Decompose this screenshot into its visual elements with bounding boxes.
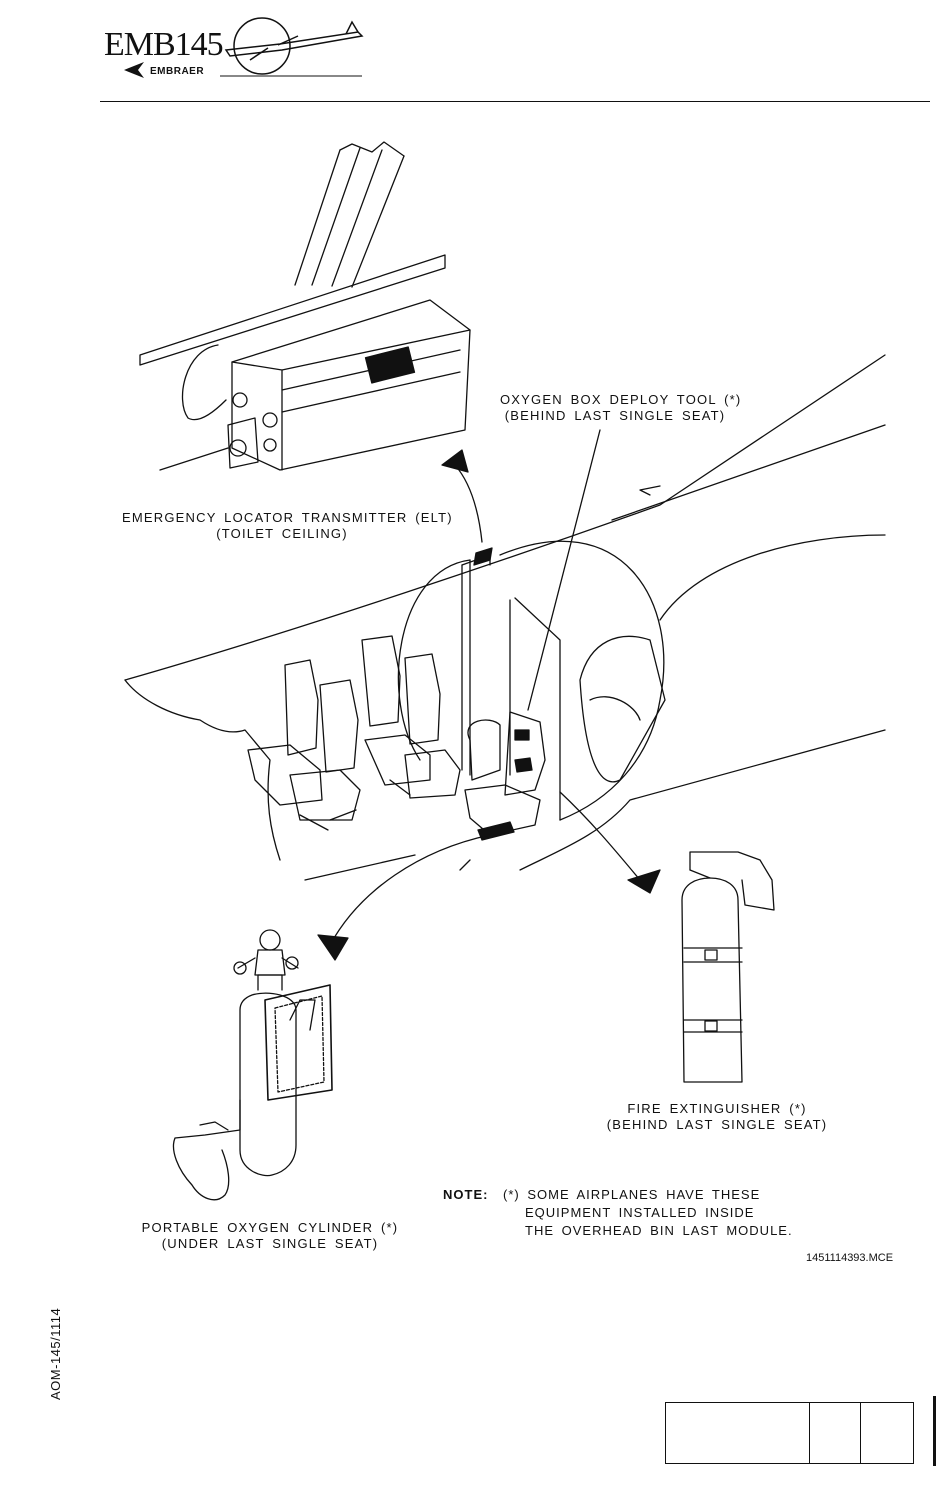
callout-line: PORTABLE OXYGEN CYLINDER (*) [141,1220,399,1235]
logo-brand-text: EMBRAER [150,66,205,77]
fire-extinguisher-callout: FIRE EXTINGUISHER (*) (BEHIND LAST SINGL… [602,1101,832,1133]
fuselage-bottom [519,729,886,871]
equipment-note: NOTE: (*) SOME AIRPLANES HAVE THESE EQUI… [443,1186,823,1246]
portable-oxygen-cylinder-callout: PORTABLE OXYGEN CYLINDER (*) (UNDER LAST… [140,1220,400,1252]
fire-extinguisher-drawing [681,851,775,1083]
embraer-logo-icon [124,17,364,78]
cabin-equipment-illustration [124,141,886,1201]
nacelle-top [659,534,886,621]
note-line: THE OVERHEAD BIN LAST MODULE. [525,1223,793,1238]
revision-box-cell [861,1403,911,1463]
note-key: NOTE: [443,1187,489,1202]
logo-model-text: EMB145 [104,26,224,63]
callout-line: OXYGEN BOX DEPLOY TOOL (*) [500,392,742,407]
fuselage-top [124,354,886,681]
callout-line: EMERGENCY LOCATOR TRANSMITTER (ELT) [122,510,453,525]
note-line: EQUIPMENT INSTALLED INSIDE [525,1205,755,1220]
figure-reference-code: 1451114393.MCE [806,1252,894,1264]
callout-line: (UNDER LAST SINGLE SEAT) [161,1236,379,1251]
frame-lines [294,147,405,288]
oxygen-box-deploy-tool-callout: OXYGEN BOX DEPLOY TOOL (*) (BEHIND LAST … [500,392,742,424]
note-body: (*) SOME AIRPLANES HAVE THESE EQUIPMENT … [503,1186,793,1240]
callout-line: (TOILET CEILING) [216,526,348,541]
elt-unit [231,299,471,471]
header-rule [100,101,930,102]
change-bar [933,1396,936,1466]
portable-oxygen-cylinder-drawing [172,929,333,1201]
callout-line: (BEHIND LAST SINGLE SEAT) [504,408,726,423]
document-code: AOM-145/1114 [48,1307,63,1400]
revision-box-cell [810,1403,861,1463]
note-line: (*) SOME AIRPLANES HAVE THESE [503,1187,761,1202]
revision-box-table [665,1402,914,1464]
passenger-seats [247,635,546,836]
callout-line: (BEHIND LAST SINGLE SEAT) [606,1117,828,1132]
revision-box-cell [666,1403,810,1463]
elt-callout: EMERGENCY LOCATOR TRANSMITTER (ELT) (TOI… [122,510,453,542]
callout-line: FIRE EXTINGUISHER (*) [627,1101,807,1116]
ceiling-rail [139,254,446,366]
